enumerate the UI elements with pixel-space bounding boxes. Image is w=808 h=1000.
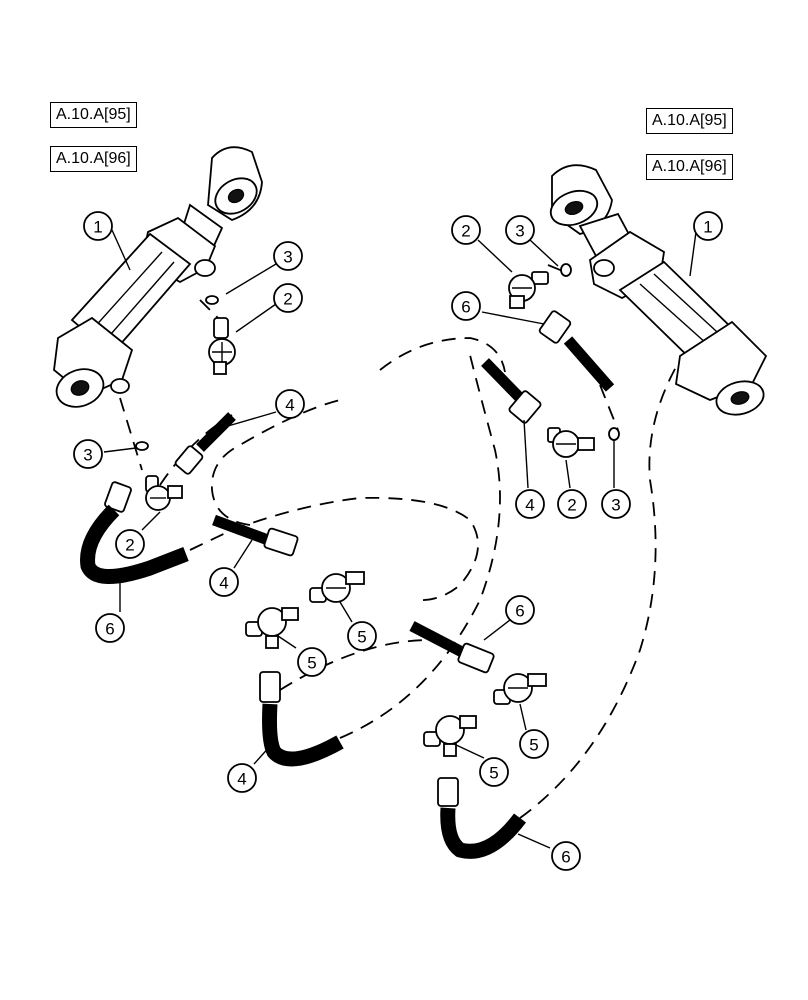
callout-8-text: 4 xyxy=(219,574,228,593)
callout-8[interactable]: 4 xyxy=(209,567,239,597)
callout-21[interactable]: 5 xyxy=(479,757,509,787)
callout-15[interactable]: 6 xyxy=(451,291,481,321)
straight-hose-3[interactable] xyxy=(481,358,542,424)
callout-13[interactable]: 3 xyxy=(505,215,535,245)
callout-11-text: 4 xyxy=(237,770,246,789)
callout-2[interactable]: 3 xyxy=(273,241,303,271)
callout-6-text: 2 xyxy=(125,536,134,555)
o-rings[interactable] xyxy=(135,263,620,451)
callout-7[interactable]: 6 xyxy=(95,613,125,643)
straight-hose-2[interactable] xyxy=(212,514,299,557)
callout-14[interactable]: 1 xyxy=(693,211,723,241)
hydraulic-cylinder-left[interactable] xyxy=(51,146,263,413)
hydraulic-cylinder-right[interactable] xyxy=(546,164,768,419)
callout-10[interactable]: 5 xyxy=(297,647,327,677)
callout-1[interactable]: 1 xyxy=(83,211,113,241)
callout-12-text: 2 xyxy=(461,222,470,241)
leader-lines xyxy=(103,229,697,849)
callout-20[interactable]: 5 xyxy=(519,729,549,759)
callout-12[interactable]: 2 xyxy=(451,215,481,245)
callout-18[interactable]: 3 xyxy=(601,489,631,519)
callout-11[interactable]: 4 xyxy=(227,763,257,793)
curved-hose-1[interactable] xyxy=(80,481,189,584)
callout-21-text: 5 xyxy=(489,764,498,783)
elbow-fitting-4[interactable] xyxy=(547,427,595,458)
callout-14-text: 1 xyxy=(703,218,712,237)
elbow-fitting-3[interactable] xyxy=(508,271,549,309)
callout-17-text: 2 xyxy=(567,496,576,515)
tee-fitting-2[interactable] xyxy=(245,607,299,649)
callout-1-text: 1 xyxy=(93,218,102,237)
tee-fitting-1[interactable] xyxy=(309,571,365,603)
callout-9-text: 5 xyxy=(357,628,366,647)
tee-fitting-3[interactable] xyxy=(493,673,547,705)
straight-hose-1[interactable] xyxy=(174,412,236,475)
connection-lines xyxy=(119,264,681,819)
reference-box-right-1[interactable]: A.10.A[95] xyxy=(646,108,733,134)
elbow-fitting-2[interactable] xyxy=(145,475,183,511)
curved-hose-3[interactable] xyxy=(437,777,526,859)
curved-hose-2[interactable] xyxy=(259,671,344,767)
callout-18-text: 3 xyxy=(611,496,620,515)
straight-hose-5[interactable] xyxy=(409,621,495,674)
callout-16-text: 4 xyxy=(525,496,534,515)
callout-19[interactable]: 6 xyxy=(505,595,535,625)
callout-2-text: 3 xyxy=(283,248,292,267)
reference-box-left-2[interactable]: A.10.A[96] xyxy=(50,146,137,172)
callout-6[interactable]: 2 xyxy=(115,529,145,559)
elbow-fitting-1[interactable] xyxy=(208,317,236,375)
callout-3-text: 2 xyxy=(283,290,292,309)
callout-19-text: 6 xyxy=(515,602,524,621)
callout-7-text: 6 xyxy=(105,620,114,639)
callout-13-text: 3 xyxy=(515,222,524,241)
callout-20-text: 5 xyxy=(529,736,538,755)
callout-22[interactable]: 6 xyxy=(551,841,581,871)
callout-16[interactable]: 4 xyxy=(515,489,545,519)
reference-box-left-1[interactable]: A.10.A[95] xyxy=(50,102,137,128)
callout-3[interactable]: 2 xyxy=(273,283,303,313)
callout-10-text: 5 xyxy=(307,654,316,673)
tee-fitting-4[interactable] xyxy=(423,715,477,757)
callout-4-text: 3 xyxy=(83,446,92,465)
reference-box-right-2[interactable]: A.10.A[96] xyxy=(646,154,733,180)
callout-5-text: 4 xyxy=(285,396,294,415)
callout-15-text: 6 xyxy=(461,298,470,317)
straight-hose-4[interactable] xyxy=(538,310,615,392)
callout-9[interactable]: 5 xyxy=(347,621,377,651)
callout-17[interactable]: 2 xyxy=(557,489,587,519)
callout-5[interactable]: 4 xyxy=(275,389,305,419)
callout-22-text: 6 xyxy=(561,848,570,867)
callout-4[interactable]: 3 xyxy=(73,439,103,469)
